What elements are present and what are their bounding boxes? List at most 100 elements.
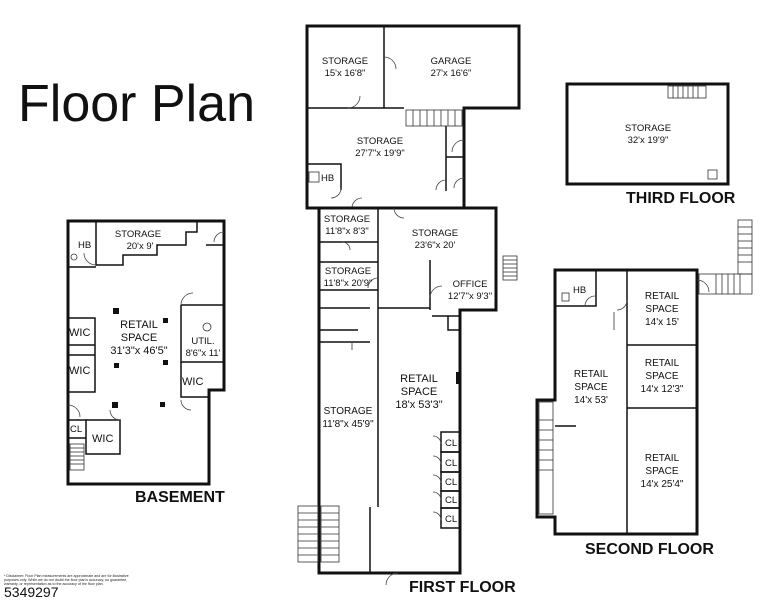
door-swing [213,231,225,243]
first-storage4-dim: 23'6"x 20' [415,240,456,251]
second-retail2-label-2: SPACE [574,382,607,393]
third-floor-stairs [667,85,707,99]
first-storage1-label: STORAGE [322,56,368,67]
first-storage3-dim: 11'8"x 8'3" [325,226,368,237]
first-storage4-label: STORAGE [412,228,458,239]
column-post [163,360,168,365]
basement-retail-label: RETAIL [120,319,158,331]
door-swing [393,207,405,219]
door-swing [330,187,342,199]
basement-storage-dim: 20'x 9' [127,241,154,252]
door-swing [584,295,596,307]
first-cl-label: CL [445,477,457,488]
third-floor-label: THIRD FLOOR [626,190,736,207]
listing-id: 5349297 [4,584,59,600]
first-storage5-label: STORAGE [325,266,371,277]
basement-wic-bottom [85,419,121,455]
door-swing [180,399,192,411]
third-floor-outline [565,82,730,186]
door-swing [616,299,628,311]
first-storage3-label: STORAGE [324,214,370,225]
door-swing [435,179,447,191]
second-retail3-label-2: SPACE [645,371,678,382]
first-garage-dim: 27'x 16'6" [431,68,472,79]
second-retail2-label: RETAIL [574,369,609,380]
page-title: Floor Plan [18,75,255,133]
basement-storage-label: STORAGE [115,229,161,240]
disclaimer-box: * Disclaimer: Floor Plan measurements ar… [4,574,129,586]
door-swing [109,409,121,421]
column-post [113,308,119,314]
basement-storage-wall [95,221,198,266]
second-hb-label: HB [573,285,586,296]
first-garage-label: GARAGE [431,56,472,67]
first-retail-dim: 18'x 53'3" [395,399,442,411]
door-swing [429,285,443,299]
second-floor-outline [535,268,699,536]
second-floor-label: SECOND FLOOR [585,541,714,558]
first-hb-label: HB [321,173,334,184]
first-cl-label: CL [445,514,457,525]
second-floor-plan: HB RETAIL SPACE 14'x 15' RETAIL SPACE 14… [535,219,753,558]
first-cl-label: CL [445,438,457,449]
first-floor-closets [432,431,461,529]
basement-wic-label: WIC [182,376,203,388]
second-floor-hb-wall [555,270,597,307]
basement-util-label: UTIL. [191,336,214,347]
first-floor-label: FIRST FLOOR [409,579,516,596]
first-office-dim: 12'7"x 9'3" [448,291,492,302]
second-retail2-dim: 14'x 53' [574,395,608,406]
basement-plan: HB STORAGE 20'x 9' RETAIL SPACE 31'3"x 4… [66,219,226,506]
first-storage2-label: STORAGE [357,136,403,147]
first-floor-rear-outline [305,24,521,210]
toilet-icon [561,292,570,302]
third-storage-label: STORAGE [625,123,671,134]
water-heater-icon [202,322,212,332]
second-retail4-label: RETAIL [645,453,680,464]
door-swing [83,252,97,266]
basement-wic-label: WIC [69,327,90,339]
door-swing [453,177,465,189]
door-swing [696,279,710,293]
door-swing [385,572,399,586]
basement-util-dim: 8'6"x 11' [186,348,221,359]
first-cl-label: CL [445,458,457,469]
door-swing [451,139,465,153]
second-retail3-dim: 14'x 12'3" [641,384,684,395]
first-floor-hb-wall [307,163,342,190]
sink-icon [308,171,320,183]
first-storage1-dim: 15'x 16'8" [325,68,366,79]
first-floor-plan: STORAGE 15'x 16'8" GARAGE 27'x 16'6" STO… [297,24,521,596]
first-storage2-dim: 27'7"x 19'9" [355,148,404,159]
toilet-icon [70,253,78,261]
hatch-icon [707,169,718,180]
basement-outline [66,219,226,486]
first-floor-stairs-side [502,255,518,281]
basement-cl-label: CL [70,424,82,435]
basement-wic-label: WIC [92,433,113,445]
basement-floor-label: BASEMENT [135,489,225,506]
disclaimer-text: * Disclaimer: Floor Plan measurements ar… [4,574,129,586]
second-retail1-label-2: SPACE [645,304,678,315]
second-floor-stairs-side [538,401,554,515]
third-floor-plan: STORAGE 32'x 19'9" THIRD FLOOR [565,82,736,207]
first-cl-label: CL [445,495,457,506]
second-retail4-dim: 14'x 25'4" [641,479,684,490]
first-retail-label-2: SPACE [401,386,437,398]
column-post [114,363,119,368]
door-swing [383,56,397,70]
column-post [456,372,460,384]
column-post [163,318,168,323]
first-office-label: OFFICE [453,279,488,290]
first-floor-stairs-front [297,505,340,563]
first-storage6-label: STORAGE [324,406,373,417]
third-storage-dim: 32'x 19'9" [628,135,669,146]
basement-wic-label: WIC [69,365,90,377]
second-retail1-label: RETAIL [645,291,680,302]
first-floor-stairs-top [405,109,463,127]
basement-retail-dim: 31'3"x 46'5" [110,345,167,357]
second-floor-stairs-exterior [698,219,753,295]
second-retail1-dim: 14'x 15' [645,317,679,328]
door-swing [341,241,351,251]
